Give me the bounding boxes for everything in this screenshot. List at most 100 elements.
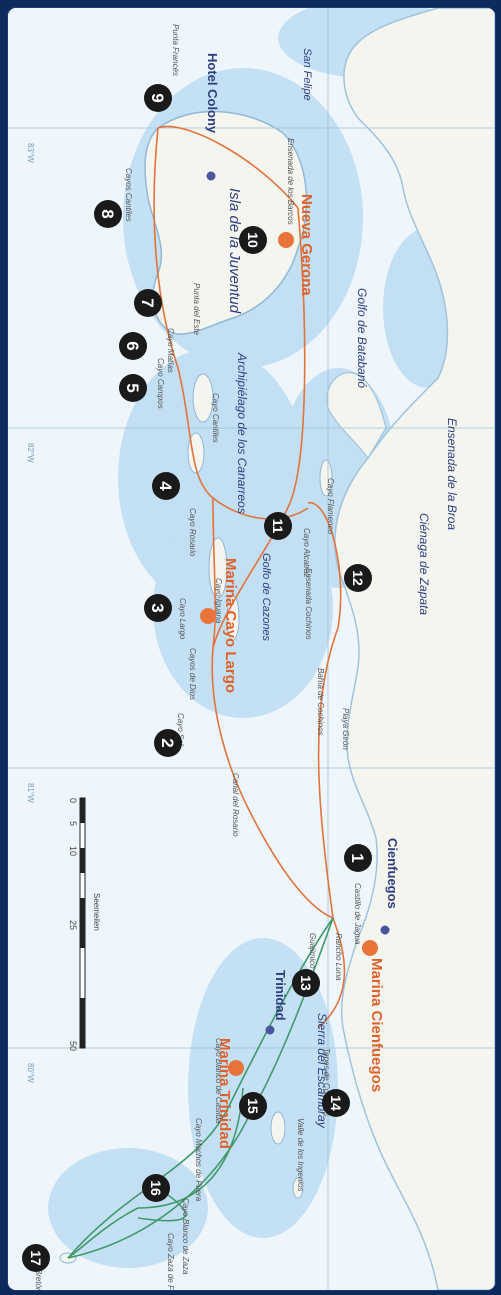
- label-golfo-batabano: Golfo de Batabanó: [355, 288, 369, 388]
- label-castillo-jagua: Castillo de Jagua: [353, 883, 362, 945]
- label-cayo-sal: Cayo Sal: [176, 713, 185, 746]
- label-cayo-blanco-zaza: Cayo Blanco de Zaza: [181, 1198, 190, 1275]
- marinas: [200, 232, 378, 1076]
- waypoint-17[interactable]: 17: [22, 1244, 50, 1272]
- waypoint-5[interactable]: 5: [119, 374, 147, 402]
- svg-text:5: 5: [123, 383, 142, 392]
- waypoint-12[interactable]: 12: [344, 564, 372, 592]
- waypoint-7[interactable]: 7: [134, 289, 162, 317]
- label-cayos-dios: Cayos de Dios: [188, 648, 197, 700]
- svg-text:10: 10: [245, 232, 261, 248]
- marina-labels: Nueva Gerona Marina Cayo Largo Marina Ci…: [216, 194, 385, 1149]
- waypoint-9[interactable]: 9: [144, 84, 172, 112]
- scale-tick-50: 50: [68, 1041, 78, 1051]
- longitude-lines: [8, 8, 495, 1290]
- scale-tick-25: 25: [68, 920, 78, 930]
- waypoint-4[interactable]: 4: [152, 472, 180, 500]
- scale-tick-5: 5: [68, 821, 78, 826]
- svg-text:12: 12: [350, 570, 366, 586]
- label-guajimico: Guajimico: [308, 933, 317, 969]
- label-cayo-rosario: Cayo Rosario: [188, 508, 197, 557]
- waypoint-11[interactable]: 11: [264, 512, 292, 540]
- label-ensenada-barcos: Ensenada de los Barcos: [286, 138, 295, 225]
- svg-text:3: 3: [148, 603, 167, 612]
- svg-text:1: 1: [348, 853, 367, 862]
- label-cayo-blanco-casilda: Cayo Blanco de Casilda: [214, 1038, 223, 1124]
- marina-marker-cienfuegos[interactable]: [362, 940, 378, 956]
- towns: [206, 171, 390, 1035]
- waypoint-10[interactable]: 10: [239, 226, 267, 254]
- label-cayo-alcatraz: Cayo Alcatraz: [302, 528, 311, 578]
- label-san-felipe: San Felipe: [301, 48, 313, 101]
- label-trinidad: Trinidad: [273, 970, 288, 1021]
- label-cayo-iguana: Cayo Iguana: [214, 578, 223, 624]
- label-cayo-matias: Cayo Matías: [166, 328, 175, 373]
- waypoints: 1 2 3 4 5 6 7 8 9 10 11 12 13 14 15 16 1…: [22, 84, 372, 1272]
- marina-marker-trinidad[interactable]: [228, 1060, 244, 1076]
- town-marker-hotel-colony[interactable]: [206, 171, 216, 181]
- label-playa-giron: Playa Girón: [341, 708, 350, 750]
- longitude-83: 83°W: [26, 143, 35, 163]
- label-ensenada-broa: Ensenada de la Broa: [445, 418, 459, 530]
- isla-de-la-juventud: [144, 110, 308, 335]
- waypoint-3[interactable]: 3: [144, 594, 172, 622]
- scale-tick-10: 10: [68, 846, 78, 856]
- label-canal-rosario: Canal del Rosario: [231, 773, 240, 837]
- label-cayo-zaza: Cayo Zaza de Fuera: [166, 1233, 175, 1290]
- waypoint-6[interactable]: 6: [119, 332, 147, 360]
- svg-text:9: 9: [148, 93, 167, 102]
- label-bahia-cochinos: Bahía de Cochinos: [316, 668, 325, 736]
- svg-text:16: 16: [148, 1180, 164, 1196]
- area-labels: San Felipe Isla de la Juventud Archipiél…: [226, 48, 459, 1129]
- waypoint-13[interactable]: 13: [292, 969, 320, 997]
- waypoint-16[interactable]: 16: [142, 1174, 170, 1202]
- town-labels: Hotel Colony Cienfuegos Trinidad: [205, 53, 400, 1021]
- waypoint-1[interactable]: 1: [344, 844, 372, 872]
- svg-text:13: 13: [298, 975, 314, 991]
- svg-text:8: 8: [98, 209, 117, 218]
- label-valle-ingenios: Valle de los Ingenios: [296, 1118, 305, 1192]
- label-marina-trinidad: Marina Trinidad: [216, 1038, 233, 1149]
- waypoint-2[interactable]: 2: [154, 729, 182, 757]
- waypoint-15[interactable]: 15: [239, 1092, 267, 1120]
- scale-unit: Seemeilen: [92, 893, 101, 931]
- svg-text:17: 17: [28, 1250, 44, 1266]
- label-cayo-machos: Cayo Machos de Fuera: [194, 1118, 203, 1202]
- cuba-mainland: [334, 8, 495, 1290]
- svg-text:11: 11: [270, 519, 286, 534]
- label-cayo-cantiles: Cayo Cantiles: [211, 393, 220, 443]
- label-golfo-cazones: Golfo de Cazones: [260, 553, 272, 642]
- waypoint-14[interactable]: 14: [322, 1089, 350, 1117]
- marina-marker-nueva-gerona[interactable]: [278, 232, 294, 248]
- label-cayo-largo: Cayo Largo: [178, 598, 187, 640]
- label-marina-cienfuegos: Marina Cienfuegos: [368, 958, 385, 1092]
- label-rancho-luna: Rancho Luna: [334, 933, 343, 981]
- longitude-80: 80°W: [26, 1063, 35, 1083]
- town-marker-cienfuegos[interactable]: [380, 925, 390, 935]
- label-punta-frances: Punta Francés: [171, 24, 180, 76]
- label-cayo-campos: Cayo Campos: [156, 358, 165, 409]
- zapata-peninsula: [326, 372, 387, 460]
- svg-text:2: 2: [158, 738, 177, 747]
- label-marina-cayo-largo: Marina Cayo Largo: [222, 558, 239, 693]
- longitude-labels: 83°W 82°W 81°W 80°W: [26, 143, 35, 1083]
- svg-text:15: 15: [245, 1098, 261, 1114]
- svg-text:14: 14: [328, 1095, 344, 1111]
- label-cayo-flamenco: Cayo Flamenco: [326, 478, 335, 535]
- town-marker-trinidad[interactable]: [265, 1025, 275, 1035]
- svg-text:7: 7: [138, 298, 157, 307]
- label-hotel-colony: Hotel Colony: [205, 53, 220, 134]
- label-nueva-gerona: Nueva Gerona: [298, 194, 315, 296]
- marina-marker-cayo-largo[interactable]: [200, 608, 216, 624]
- label-ensenada-cochinos: Ensenada Cochinos: [304, 568, 313, 640]
- svg-text:6: 6: [123, 341, 142, 350]
- label-archipielago: Archipiélago de los Canarreos: [235, 352, 249, 514]
- longitude-82: 82°W: [26, 443, 35, 463]
- label-topes-collantes: Topes de Collantes: [322, 1048, 331, 1116]
- label-cienfuegos: Cienfuegos: [385, 838, 400, 909]
- scale-tick-0: 0: [68, 798, 78, 803]
- label-isla-juventud: Isla de la Juventud: [226, 188, 243, 314]
- waypoint-8[interactable]: 8: [94, 200, 122, 228]
- scale-bar: [79, 797, 86, 1049]
